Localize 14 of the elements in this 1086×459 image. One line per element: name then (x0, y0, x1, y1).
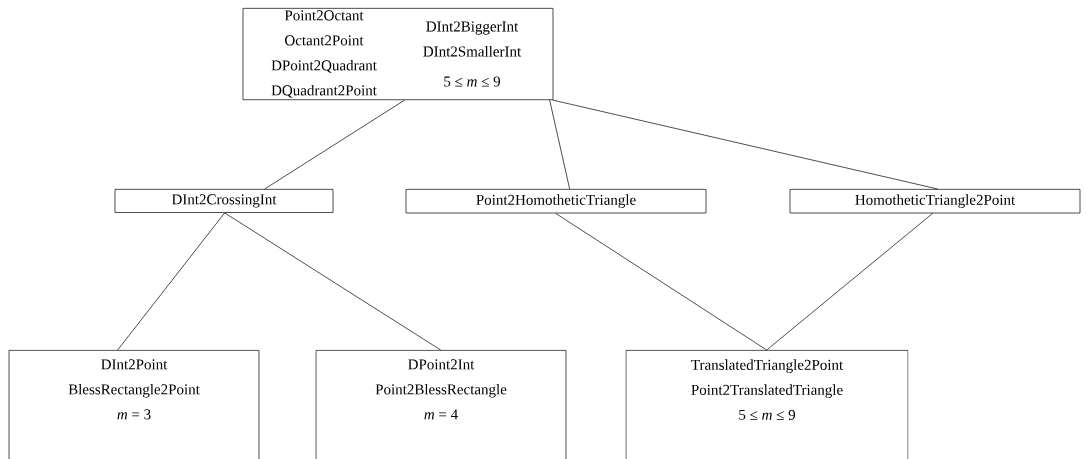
function-box: DInt2Point BlessRectangle2Point m = 3 (8, 350, 260, 459)
function-box: DInt2CrossingInt (114, 189, 334, 213)
connector-line (552, 99, 938, 190)
connector-line (264, 99, 405, 190)
function-box: HomotheticTriangle2Point (789, 189, 1081, 214)
connector-line (555, 213, 767, 351)
connector-line (117, 212, 225, 351)
function-box: DPoint2Int Point2BlessRectangle m = 4 (315, 350, 567, 459)
function-box: Point2HomotheticTriangle (405, 189, 707, 214)
connector-line (549, 99, 570, 190)
function-box: TranslatedTriangle2Point Point2TranslatedTriangle 5 ≤ m ≤ 9 (625, 350, 909, 459)
connector-line (766, 213, 933, 351)
group-box: Point2Octant Octant2Point DPoint2Quadrant DQuadrant2Point DInt2BiggerInt DInt2SmallerInt 5 ≤ m ≤ 9 (242, 8, 554, 101)
connector-line (224, 212, 441, 351)
